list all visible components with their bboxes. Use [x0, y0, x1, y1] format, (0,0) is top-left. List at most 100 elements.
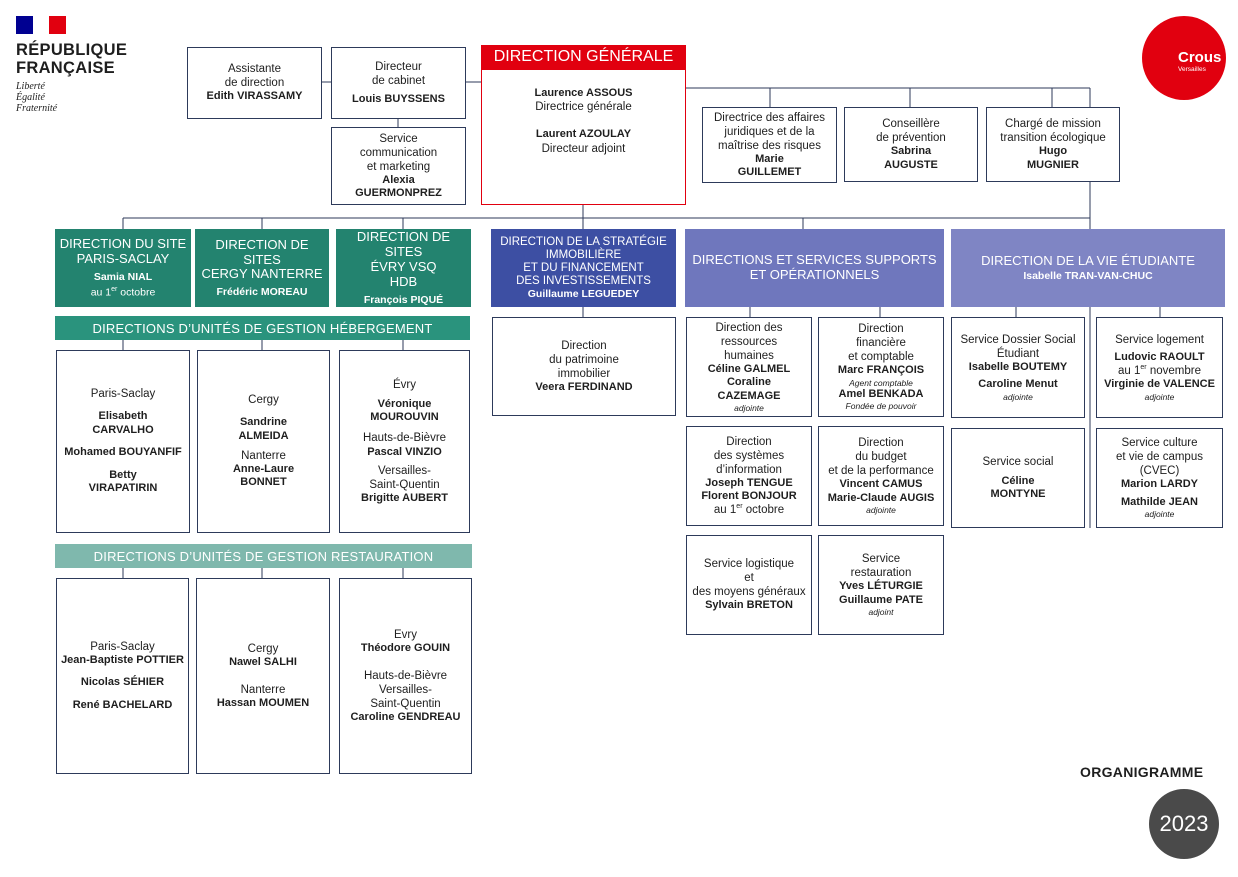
juridique-role-2: juridiques et de la — [724, 125, 815, 138]
budget-role-2: du budget — [855, 451, 907, 464]
rest-evry-site2: Hauts-de-Bièvre — [363, 669, 448, 682]
dse-name-1: Isabelle BOUTEMY — [968, 360, 1068, 373]
site-saclay-header: DIRECTION DU SITE PARIS-SACLAY Samia NIA… — [55, 229, 191, 307]
patrimoine-name: Veera FERDINAND — [535, 380, 633, 393]
juridique-name-1: Marie — [755, 152, 784, 165]
service-restauration-role-1: Service — [861, 553, 901, 566]
dse-name-2: Caroline Menut — [978, 378, 1058, 391]
supports-header: DIRECTIONS ET SERVICES SUPPORTS ET OPÉRA… — [685, 229, 944, 307]
si-box: Direction des systèmes d’information Jos… — [686, 426, 812, 526]
restauration-cergy-box: Cergy Nawel SALHI Nanterre Hassan MOUMEN — [196, 578, 330, 774]
republique-logo: RÉPUBLIQUE FRANÇAISE Liberté Égalité Fra… — [16, 16, 136, 114]
si-name-2: Florent BONJOUR — [701, 490, 797, 503]
dse-note: adjointe — [1003, 391, 1033, 402]
assistant-box: Assistante de direction Edith VIRASSAMY — [187, 47, 322, 119]
social-role: Service social — [982, 455, 1054, 468]
organigramme-label: ORGANIGRAMME — [1080, 764, 1204, 780]
logement-note: adjointe — [1144, 391, 1175, 402]
heb-saclay-p2: Mohamed BOUYANFIF — [64, 446, 182, 459]
heb-cergy-site2: Nanterre — [241, 450, 286, 462]
financiere-note-1: Agent comptable — [849, 377, 913, 388]
juridique-box: Directrice des affaires juridiques et de… — [702, 107, 837, 183]
saclay-note-1: au 1 — [90, 286, 112, 299]
rh-role-3: humaines — [724, 349, 774, 362]
prevention-box: Conseillère de prévention Sabrina AUGUST… — [844, 107, 978, 182]
cergy-name: Frédéric MOREAU — [216, 286, 308, 299]
logement-date: au 1er novembre — [1118, 364, 1201, 378]
communication-name-2: GUERMONPREZ — [355, 187, 442, 200]
juridique-role-3: maîtrise des risques — [718, 139, 821, 152]
ecologie-name-1: Hugo — [1038, 145, 1068, 158]
strategie-title-1: DIRECTION DE LA STRATÉGIE — [500, 236, 667, 249]
direction-generale-title: DIRECTION GÉNÉRALE — [481, 45, 686, 69]
budget-name-2: Marie-Claude AUGIS — [827, 491, 935, 504]
patrimoine-role-3: immobilier — [557, 367, 611, 380]
crous-logo-sub: Versailles — [1178, 66, 1206, 73]
cabinet-name: Louis BUYSSENS — [352, 92, 445, 105]
assistant-role-2: de direction — [224, 77, 285, 90]
heb-evry-p1b: MOUROUVIN — [370, 411, 439, 424]
year-badge: 2023 — [1149, 789, 1219, 859]
vie-etudiante-name: Isabelle TRAN-VAN-CHUC — [1023, 270, 1153, 283]
logement-name-1: Ludovic RAOULT — [1114, 350, 1205, 363]
communication-box: Service communication et marketing Alexi… — [331, 127, 466, 205]
crous-logo: Crous Versailles — [1142, 16, 1226, 100]
hebergement-band: DIRECTIONS D’UNITÉS DE GESTION HÉBERGEME… — [55, 316, 470, 340]
saclay-note-sup: er — [111, 286, 118, 294]
rest-saclay-p3: René BACHELARD — [72, 698, 173, 711]
cabinet-role-1: Directeur — [375, 60, 422, 73]
prevention-name-1: Sabrina — [890, 145, 932, 158]
heb-evry-site2: Hauts-de-Bièvre — [362, 432, 447, 445]
cvec-name-2: Mathilde JEAN — [1120, 495, 1198, 508]
strategie-title-2: IMMOBILIÈRE — [545, 249, 622, 262]
rh-name-2a: Coraline — [726, 376, 771, 389]
motto: Liberté Égalité Fraternité — [16, 81, 136, 115]
juridique-role-1: Directrice des affaires — [714, 111, 825, 124]
motto-fraternite: Fraternité — [16, 103, 58, 114]
service-restauration-note: adjoint — [868, 607, 894, 618]
rest-cergy-p1: Nawel SALHI — [229, 655, 297, 668]
restauration-band: DIRECTIONS D’UNITÉS DE GESTION RESTAURAT… — [55, 544, 472, 568]
flag-icon — [16, 16, 67, 34]
cabinet-role-2: de cabinet — [371, 74, 426, 87]
direction-generale-box: Laurence ASSOUS Directrice générale Laur… — [481, 69, 686, 205]
logement-box: Service logement Ludovic RAOULT au 1er n… — [1096, 317, 1223, 418]
saclay-note: au 1er octobre — [91, 286, 156, 299]
supports-title-1: DIRECTIONS ET SERVICES SUPPORTS — [692, 252, 937, 268]
heb-cergy-p1b: ALMEIDA — [238, 429, 289, 442]
saclay-title-1: DIRECTION DU SITE — [59, 236, 187, 252]
financiere-note-2: Fondée de pouvoir — [845, 401, 917, 412]
motto-liberte: Liberté — [16, 80, 45, 92]
logement-role: Service logement — [1115, 333, 1204, 346]
financiere-box: Direction financière et comptable Marc F… — [818, 317, 944, 417]
si-note-2: octobre — [742, 504, 785, 517]
financiere-role-1: Direction — [858, 323, 904, 336]
saclay-note-2: octobre — [117, 286, 156, 299]
service-restauration-role-2: restauration — [850, 567, 912, 580]
logistique-box: Service logistique et des moyens générau… — [686, 535, 812, 635]
heb-saclay-p3a: Betty — [109, 468, 137, 481]
cvec-role-3: (CVEC) — [1139, 465, 1180, 478]
dse-role-1: Service Dossier Social — [960, 333, 1076, 346]
si-note-1: au 1 — [713, 504, 737, 517]
motto-egalite: Égalité — [16, 91, 45, 103]
hebergement-saclay-box: Paris-Saclay Elisabeth CARVALHO Mohamed … — [56, 350, 190, 533]
rest-evry-p1: Théodore GOUIN — [360, 641, 451, 654]
rest-evry-site1: Evry — [394, 628, 417, 641]
cvec-role-1: Service culture — [1121, 437, 1198, 450]
cabinet-box: Directeur de cabinet Louis BUYSSENS — [331, 47, 466, 119]
rest-saclay-p1: Jean-Baptiste POTTIER — [61, 653, 184, 666]
communication-role-3: et marketing — [366, 160, 431, 173]
rh-name-1: Céline GALMEL — [707, 362, 791, 375]
si-name-1: Joseph TENGUE — [705, 476, 793, 489]
dse-role-2: Étudiant — [996, 347, 1040, 360]
heb-cergy-site1: Cergy — [248, 394, 279, 407]
cvec-role-2: et vie de campus — [1116, 451, 1203, 464]
logistique-role-3: des moyens généraux — [692, 586, 806, 599]
budget-box: Direction du budget et de la performance… — [818, 426, 944, 526]
assistant-name: Edith VIRASSAMY — [206, 90, 303, 103]
logistique-role-2: et — [744, 572, 754, 585]
year-text: 2023 — [1159, 811, 1209, 836]
heb-evry-p2: Pascal VINZIO — [367, 445, 442, 458]
budget-role-3: et de la performance — [828, 465, 934, 478]
